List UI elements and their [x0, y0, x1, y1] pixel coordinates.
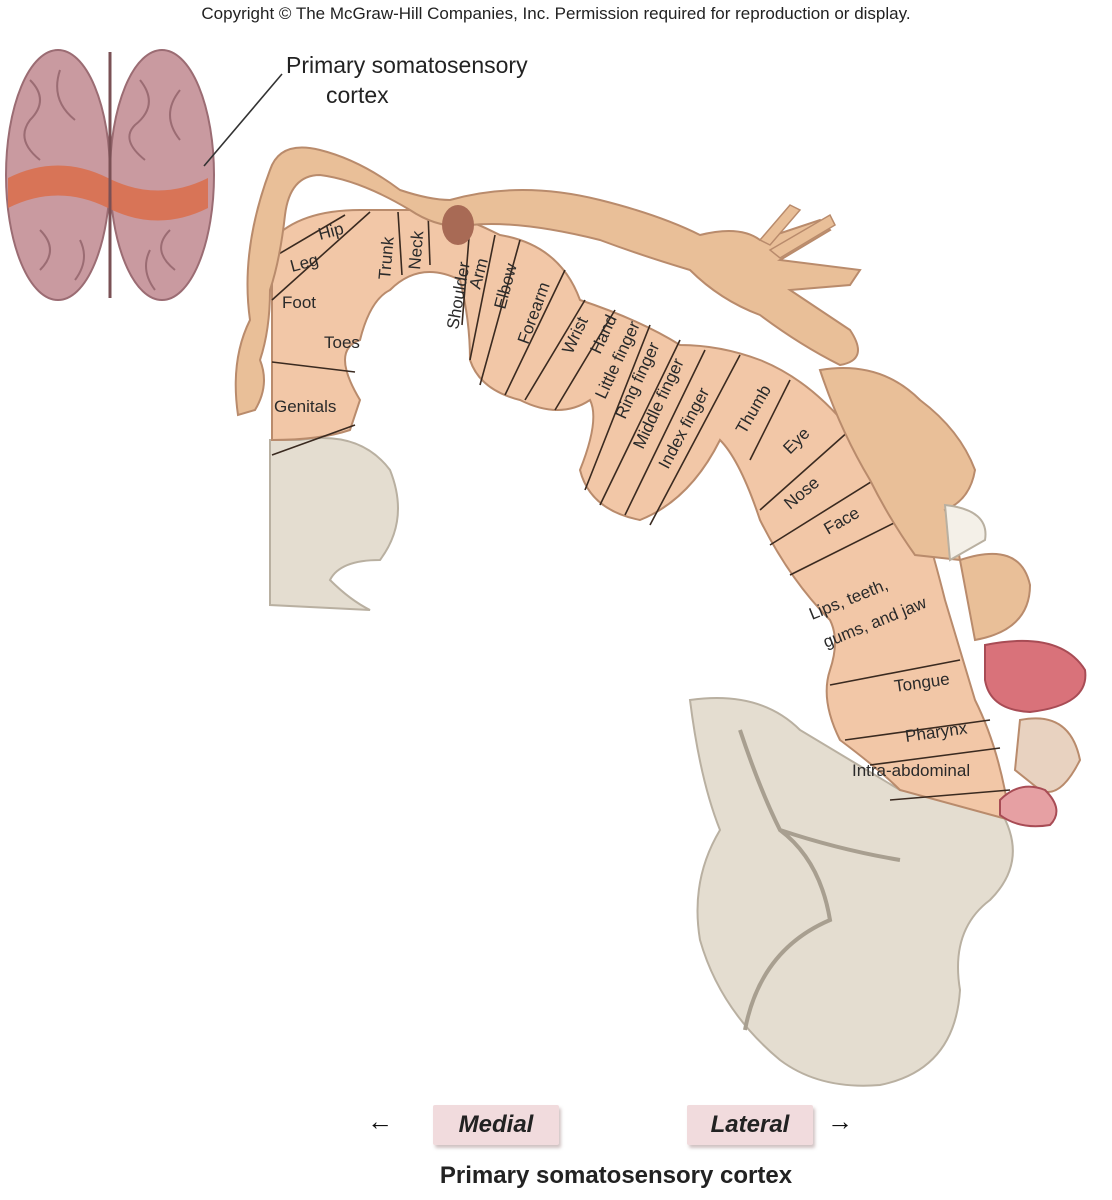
lateral-label: Lateral [687, 1105, 813, 1145]
sulcus-lines [738, 729, 901, 1031]
callout-line-1: Primary somatosensory [286, 52, 528, 78]
label-trunk: Trunk [375, 236, 398, 281]
lateral-white-matter [688, 697, 1014, 1087]
copyright-notice: Copyright © The McGraw-Hill Companies, I… [201, 4, 911, 23]
homunculus-figure [234, 146, 1087, 828]
lateral-arrow-icon: → [827, 1106, 853, 1136]
callout-leader-line [203, 73, 283, 167]
segment-dividers [271, 211, 1011, 801]
cortex-callout-label: Primary somatosensory cortex [286, 50, 528, 110]
label-intra-abdominal: Intra-abdominal [852, 761, 970, 780]
medial-white-matter [269, 437, 399, 611]
figure-title: Primary somatosensory cortex [439, 1162, 793, 1189]
label-neck: Neck [405, 230, 427, 271]
label-genitals: Genitals [274, 397, 336, 416]
medial-arrow-icon: ← [367, 1106, 393, 1136]
somatosensory-cortex-band [271, 209, 1012, 822]
label-foot: Foot [282, 293, 316, 312]
label-toes: Toes [324, 333, 360, 352]
tongue-image [984, 639, 1087, 714]
brain-top-view-image [5, 49, 215, 301]
callout-line-2: cortex [326, 82, 389, 108]
medial-label: Medial [433, 1105, 559, 1145]
